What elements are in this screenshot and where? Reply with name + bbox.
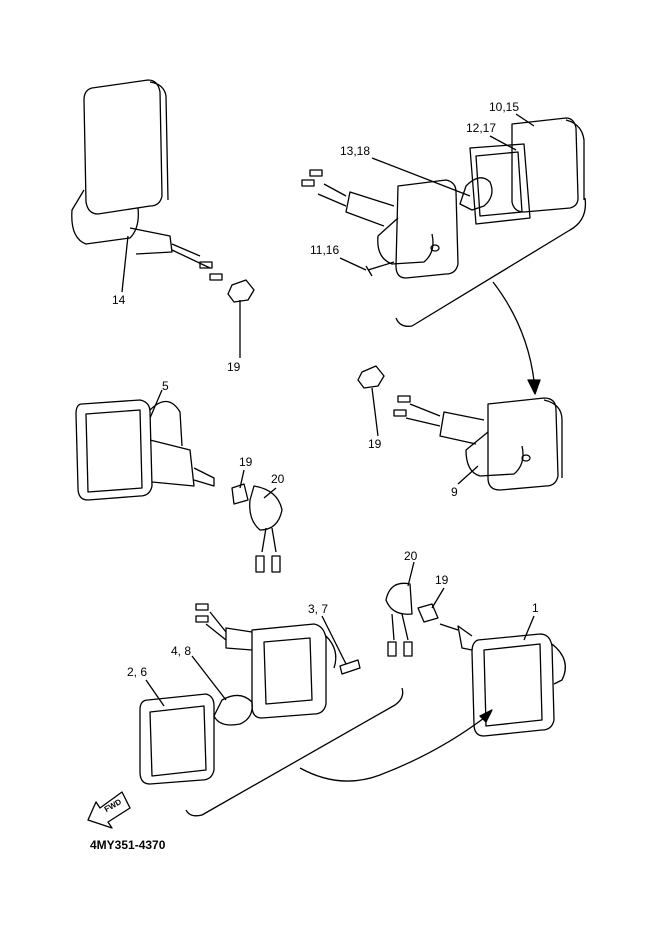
lamp-14	[71, 79, 255, 303]
part-label: 11,16	[310, 243, 340, 257]
part-label: 19	[435, 573, 449, 587]
part-label: 9	[451, 485, 458, 499]
part-label: 19	[368, 437, 382, 451]
fwd-arrow-icon	[87, 791, 131, 829]
lamp-9	[357, 365, 563, 491]
part-label: 19	[227, 360, 241, 374]
part-label: 13,18	[340, 144, 371, 158]
part-label: 4, 8	[171, 644, 192, 658]
part-label: 3, 7	[308, 602, 329, 616]
lamp-2-6-assembly	[139, 603, 361, 785]
part-label: 2, 6	[127, 665, 148, 679]
arrow-curve-right	[492, 281, 536, 391]
leader-lines	[121, 113, 535, 707]
arrow-head	[527, 379, 541, 395]
group-bracket-bottom	[185, 687, 404, 817]
part-label: 12,17	[466, 121, 497, 135]
lamp-5	[75, 399, 283, 573]
part-label: 1	[532, 601, 539, 615]
arrow-curve-bottom	[299, 714, 489, 782]
lamp-1	[385, 582, 566, 737]
part-label: 19	[239, 455, 253, 469]
part-label: 5	[162, 379, 169, 393]
part-label: 10,15	[489, 100, 520, 114]
part-label: 14	[112, 293, 126, 307]
lamp-10-15-assembly	[301, 117, 585, 279]
part-label: 20	[271, 472, 285, 486]
drawing-code: 4MY351-4370	[90, 838, 166, 852]
group-bracket-top	[395, 197, 587, 327]
part-label: 20	[404, 549, 418, 563]
